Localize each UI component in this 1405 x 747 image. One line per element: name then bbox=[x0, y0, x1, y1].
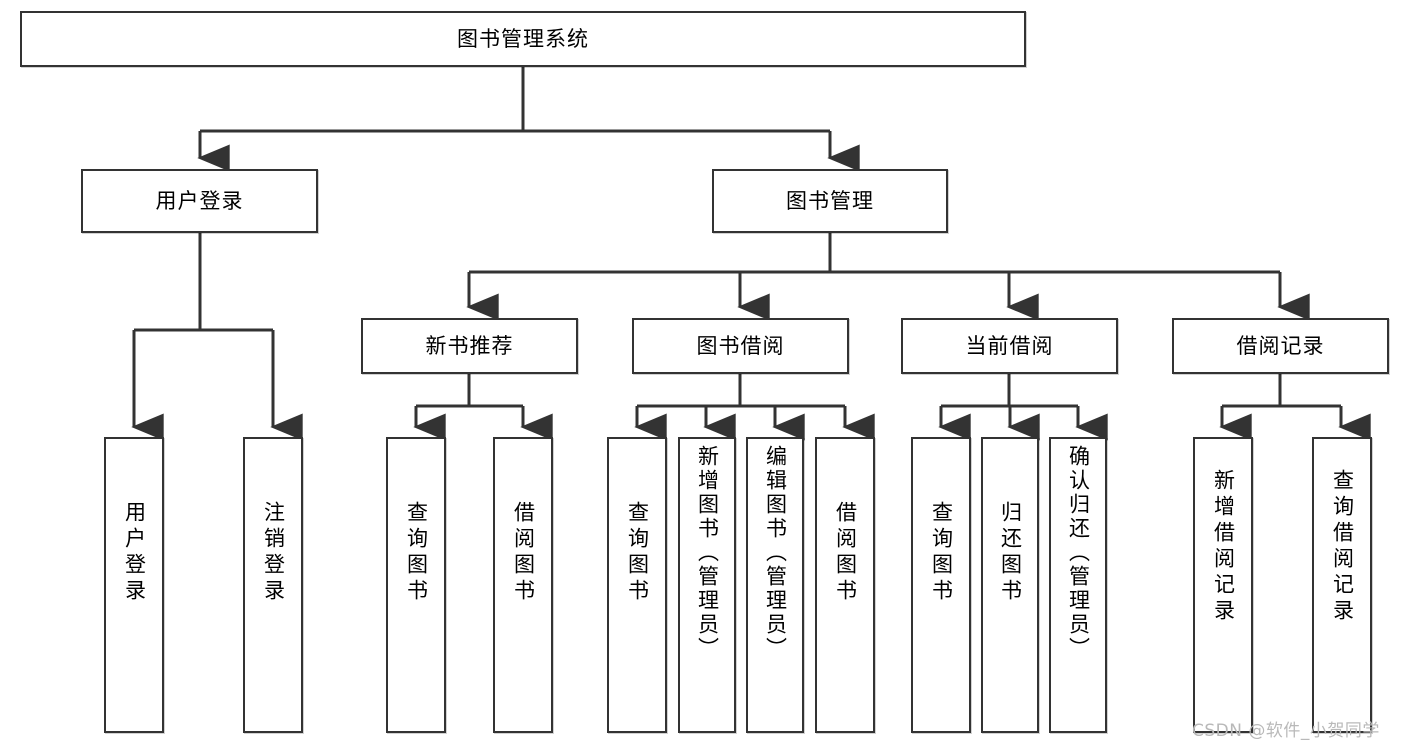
node-leaf-add-book-label: 新增图书（管理员） bbox=[695, 445, 720, 661]
node-leaf-query-book-2[interactable]: 查询图书 bbox=[607, 437, 667, 733]
node-leaf-borrow-book-1[interactable]: 借阅图书 bbox=[493, 437, 553, 733]
node-current-borrow-label: 当前借阅 bbox=[965, 333, 1054, 358]
watermark-text: CSDN @软件_小贺同学 bbox=[1192, 721, 1380, 741]
node-leaf-return-book[interactable]: 归还图书 bbox=[981, 437, 1039, 733]
node-leaf-borrow-book-2[interactable]: 借阅图书 bbox=[815, 437, 875, 733]
node-leaf-add-book[interactable]: 新增图书（管理员） bbox=[678, 437, 736, 733]
node-leaf-logout[interactable]: 注销登录 bbox=[243, 437, 303, 733]
node-leaf-edit-book[interactable]: 编辑图书（管理员） bbox=[746, 437, 804, 733]
node-leaf-query-record[interactable]: 查询借阅记录 bbox=[1312, 437, 1372, 733]
node-book-borrow-label: 图书借阅 bbox=[696, 333, 785, 358]
node-root-label: 图书管理系统 bbox=[457, 26, 589, 51]
node-leaf-logout-label: 注销登录 bbox=[261, 501, 286, 605]
node-new-book-rec[interactable]: 新书推荐 bbox=[361, 318, 578, 374]
node-leaf-query-book-2-label: 查询图书 bbox=[625, 501, 650, 605]
node-leaf-query-book-1-label: 查询图书 bbox=[404, 501, 429, 605]
node-user-login-label: 用户登录 bbox=[155, 188, 244, 213]
node-leaf-query-record-label: 查询借阅记录 bbox=[1330, 469, 1355, 625]
node-leaf-confirm-return[interactable]: 确认归还（管理员） bbox=[1049, 437, 1107, 733]
node-book-borrow[interactable]: 图书借阅 bbox=[632, 318, 849, 374]
node-borrow-record[interactable]: 借阅记录 bbox=[1172, 318, 1389, 374]
node-leaf-user-login-label: 用户登录 bbox=[122, 501, 147, 605]
node-leaf-query-book-1[interactable]: 查询图书 bbox=[386, 437, 446, 733]
node-new-book-rec-label: 新书推荐 bbox=[425, 333, 514, 358]
node-book-manage-label: 图书管理 bbox=[786, 188, 874, 213]
node-leaf-confirm-return-label: 确认归还（管理员） bbox=[1066, 445, 1091, 661]
node-leaf-query-book-3[interactable]: 查询图书 bbox=[911, 437, 971, 733]
node-root[interactable]: 图书管理系统 bbox=[20, 11, 1026, 67]
node-leaf-return-book-label: 归还图书 bbox=[998, 501, 1023, 605]
node-book-manage[interactable]: 图书管理 bbox=[712, 169, 948, 233]
node-leaf-user-login[interactable]: 用户登录 bbox=[104, 437, 164, 733]
node-leaf-query-book-3-label: 查询图书 bbox=[929, 501, 954, 605]
node-leaf-borrow-book-2-label: 借阅图书 bbox=[833, 501, 858, 605]
node-current-borrow[interactable]: 当前借阅 bbox=[901, 318, 1118, 374]
node-leaf-add-record[interactable]: 新增借阅记录 bbox=[1193, 437, 1253, 733]
node-user-login[interactable]: 用户登录 bbox=[81, 169, 318, 233]
node-leaf-borrow-book-1-label: 借阅图书 bbox=[511, 501, 536, 605]
node-borrow-record-label: 借阅记录 bbox=[1236, 333, 1325, 358]
node-leaf-add-record-label: 新增借阅记录 bbox=[1211, 469, 1236, 625]
node-leaf-edit-book-label: 编辑图书（管理员） bbox=[763, 445, 788, 661]
